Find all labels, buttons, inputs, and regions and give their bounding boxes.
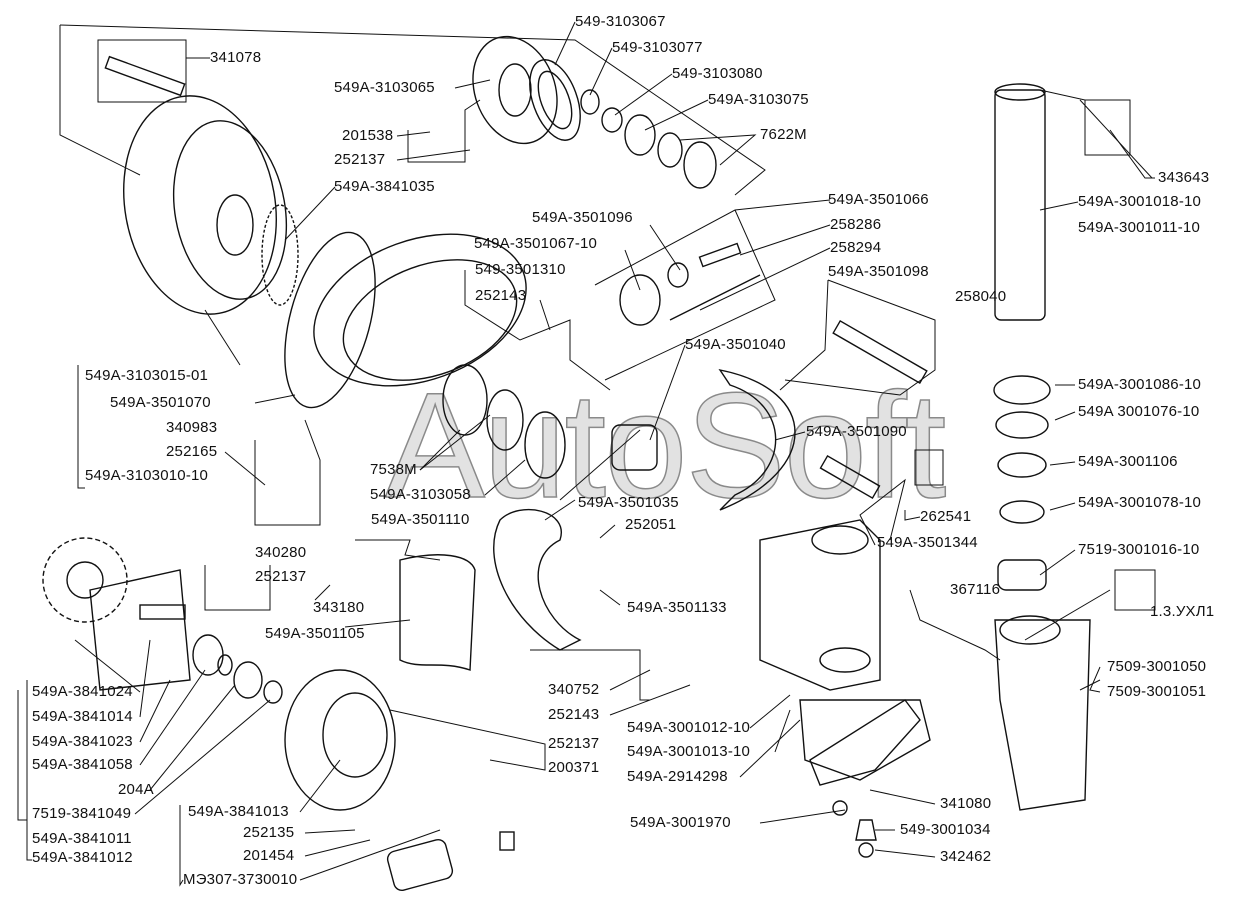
- lower-bracket: [994, 615, 1091, 811]
- part-label: 7509-3001050: [1107, 658, 1207, 675]
- part-label: 252137: [548, 735, 600, 752]
- part-label: 549A-3501090: [806, 423, 907, 440]
- part-label: 549A-3001086-10: [1078, 376, 1202, 393]
- part-label: 341078: [210, 49, 262, 66]
- part-label: 367116: [950, 581, 1001, 598]
- part-label: 549-3501310: [475, 261, 566, 278]
- part-label: 252137: [255, 568, 307, 585]
- part-label: 258286: [830, 216, 882, 233]
- part-label: 343643: [1158, 169, 1210, 186]
- part-label: 341080: [940, 795, 992, 812]
- part-label: 549A-3001011-10: [1078, 219, 1200, 236]
- bearing-ring: [529, 59, 581, 141]
- watermark: AutoSoft: [384, 361, 947, 529]
- part-label: 204A: [118, 781, 154, 798]
- part-label: 549A-3001018-10: [1078, 193, 1202, 210]
- part-label: 340752: [548, 681, 600, 698]
- part-label: 252165: [166, 443, 218, 460]
- part-label: 7622M: [760, 126, 807, 143]
- part-label: 549A-3001106: [1078, 453, 1178, 470]
- part-label: 200371: [548, 759, 600, 776]
- part-label: 549A-3841024: [32, 683, 133, 700]
- part-label: 549A-3841012: [32, 849, 133, 866]
- part-label: 549-3103067: [575, 13, 666, 30]
- part-label: 7509-3001051: [1107, 683, 1207, 700]
- part-label: 7519-3841049: [32, 805, 132, 822]
- part-label: 252137: [334, 151, 386, 168]
- part-label: 549A-3103065: [334, 79, 435, 96]
- part-label: 549A-3841013: [188, 803, 289, 820]
- part-label: 549-3001034: [900, 821, 991, 838]
- part-label: МЭ307-3730010: [183, 871, 298, 888]
- part-label: 549A-3103075: [708, 91, 809, 108]
- steering-knuckle-body: [759, 519, 881, 691]
- part-label: 258040: [955, 288, 1007, 305]
- part-label: 252143: [548, 706, 600, 723]
- part-label: 549A-3501067-10: [474, 235, 598, 252]
- part-label: 549-3103077: [612, 39, 703, 56]
- brake-drum: [284, 231, 527, 409]
- hub-flange: [472, 35, 558, 145]
- part-label: 549A-3501344: [877, 534, 978, 551]
- part-label: 549A-3501133: [627, 599, 727, 616]
- part-label: 252051: [625, 516, 677, 533]
- part-label: 549A-3001078-10: [1078, 494, 1202, 511]
- part-label: 549A-3841014: [32, 708, 133, 725]
- part-label: 549A-3501035: [578, 494, 679, 511]
- part-label: 549A-3841035: [334, 178, 435, 195]
- part-label: 549A-3841011: [32, 830, 132, 847]
- part-label: 549A-3501105: [265, 625, 365, 642]
- bolt-341078: [104, 55, 186, 97]
- part-label: 549A 3001076-10: [1078, 403, 1200, 420]
- part-label: 343180: [313, 599, 365, 616]
- part-label: 340983: [166, 419, 218, 436]
- part-label: 549A-3841023: [32, 733, 133, 750]
- part-label: 201538: [342, 127, 394, 144]
- part-label: 549A-3501098: [828, 263, 929, 280]
- part-label: 549A-3103058: [370, 486, 471, 503]
- sensor-housing: [284, 669, 396, 811]
- part-label: 201454: [243, 847, 295, 864]
- parts: [42, 35, 1091, 891]
- part-label: 549-3103080: [672, 65, 763, 82]
- part-label: 1.3.УХЛ1: [1150, 603, 1215, 620]
- part-label: 340280: [255, 544, 307, 561]
- brake-lining: [399, 554, 476, 671]
- leader-lines: [17, 21, 1156, 887]
- part-label: 549A-3001013-10: [627, 743, 751, 760]
- part-label: 7519-3001016-10: [1078, 541, 1200, 558]
- kingpin: [994, 83, 1046, 321]
- sprocket-gear: [42, 537, 128, 623]
- part-label: 549A-3001970: [630, 814, 731, 831]
- part-label: 258294: [830, 239, 882, 256]
- part-label: 549A-3001012-10: [627, 719, 751, 736]
- part-label: 549A-3501096: [532, 209, 633, 226]
- brake-band: [493, 508, 582, 651]
- part-label: 549A-3501070: [110, 394, 211, 411]
- part-label: 252135: [243, 824, 295, 841]
- part-label: 549A-3103010-10: [85, 467, 209, 484]
- part-label: 252143: [475, 287, 527, 304]
- part-label: 262541: [920, 508, 972, 525]
- part-label: 549A-3501066: [828, 191, 929, 208]
- part-label: 7538M: [370, 461, 417, 478]
- brake-shoe: [718, 368, 796, 511]
- part-label: 342462: [940, 848, 992, 865]
- part-label: 549A-3103015-01: [85, 367, 209, 384]
- part-label: 549A-2914298: [627, 768, 728, 785]
- brake-flange-housing: [123, 95, 288, 315]
- part-label: 549A-3841058: [32, 756, 133, 773]
- part-label: 549A-3501110: [371, 511, 470, 528]
- part-label: 549A-3501040: [685, 336, 786, 353]
